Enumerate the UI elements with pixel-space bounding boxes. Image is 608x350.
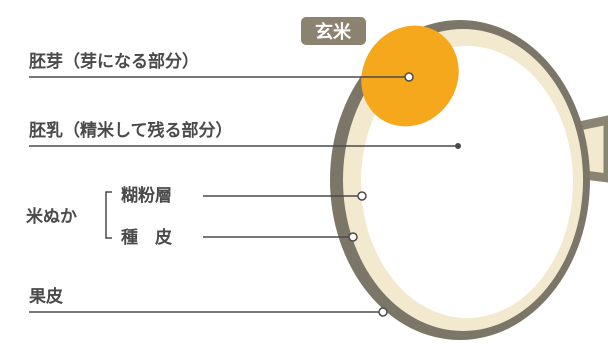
seed-coat-pointer-dot	[348, 232, 358, 242]
brown-rice-badge	[301, 17, 366, 45]
seed-coat-label: 種 皮	[121, 227, 172, 248]
endosperm-pointer-dot	[455, 143, 461, 149]
bran-group-label: 米ぬか	[26, 206, 77, 227]
endosperm-label: 胚乳（精米して残る部分）	[29, 120, 233, 141]
pericarp-pointer-dot	[378, 307, 388, 317]
bran-bracket	[105, 191, 112, 239]
brown-rice-badge-text: 玄米	[315, 21, 352, 43]
aleurone-label: 糊粉層	[121, 185, 172, 206]
germ-label: 胚芽（芽になる部分）	[29, 51, 199, 72]
aleurone-pointer-dot	[357, 191, 367, 201]
pericarp-label: 果皮	[29, 286, 63, 307]
germ-pointer-dot	[404, 72, 414, 82]
